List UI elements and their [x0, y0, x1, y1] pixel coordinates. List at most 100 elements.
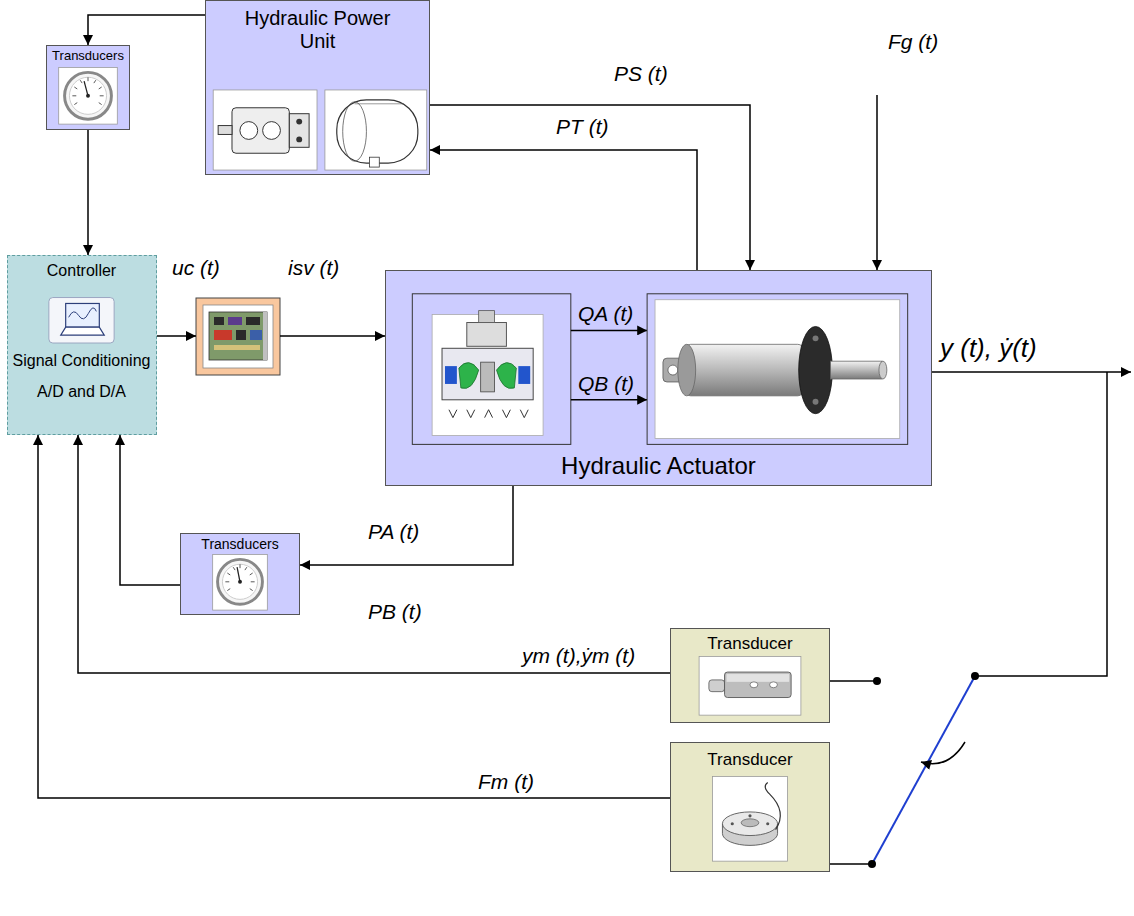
power-unit-illustration-part [218, 126, 232, 135]
amplifier-card-part [209, 312, 267, 360]
actuator-illustration-part [481, 362, 495, 392]
actuator-illustration-part [445, 366, 457, 384]
signal-connector [87, 130, 89, 255]
pressure-gauge-icon-part [84, 81, 88, 96]
actuator-illustration-part [432, 315, 543, 436]
load-cell-icon-part [731, 822, 734, 825]
laptop-icon-part [68, 308, 96, 319]
sensor-switch-part [872, 676, 975, 864]
transducer-box: Transducers [180, 533, 300, 615]
actuator-illustration-part [571, 330, 647, 331]
load-cell-icon-part [765, 782, 780, 829]
node-text: Signal Conditioning [8, 352, 156, 370]
amplifier-card-part [214, 317, 224, 325]
actuator-illustration-part [518, 366, 530, 384]
load-cell-icon-part [722, 812, 777, 836]
amplifier-card-part [236, 330, 246, 340]
power-unit-illustration-part [263, 122, 281, 140]
power-unit-illustration-part [232, 108, 289, 153]
power-unit-illustration-part [240, 122, 258, 140]
amplifier-card-part [250, 330, 262, 340]
actuator-illustration-part [655, 300, 900, 439]
signal-connector [430, 150, 697, 270]
actuator-illustration-part [830, 361, 882, 379]
signal-label: Fg (t) [888, 30, 938, 53]
pressure-gauge-icon-part [238, 580, 242, 584]
actuator-illustration-part [449, 410, 528, 418]
node-text: Transducers [47, 49, 129, 64]
output-line-part [830, 863, 872, 865]
actuator-illustration-part [799, 326, 833, 413]
load-cell-icon-part [713, 776, 788, 861]
command-wire [153, 335, 385, 337]
pressure-gauge-icon-part [72, 77, 103, 104]
command-wire-part [280, 335, 385, 337]
pressure-gauge-icon-part [86, 94, 90, 98]
actuator-illustration-part [467, 323, 507, 347]
load-cell-icon-part [741, 819, 759, 827]
amplifier-card [196, 298, 280, 375]
laptop-icon-part [65, 303, 99, 327]
node-text: Transducer [671, 750, 829, 770]
actuator-illustration-part [412, 294, 571, 445]
command-wire-part [153, 335, 196, 337]
position-transducer-box: Transducer [670, 628, 830, 723]
position-sensor-icon-part [725, 672, 792, 697]
signal-label: QB (t) [578, 372, 634, 395]
amplifier-card-part [196, 298, 280, 375]
position-sensor-icon-part [750, 682, 758, 688]
output-line-part [975, 372, 1107, 676]
load-force-arrow [877, 95, 878, 270]
actuator-box: Hydraulic Actuator [385, 270, 932, 486]
edge-label: ym (t),ẏm (t) [522, 644, 635, 667]
load-cell-icon-part [766, 822, 769, 825]
laptop-icon-part [60, 327, 104, 335]
amplifier-card-part [263, 312, 267, 360]
transducer-box: Transducers [46, 45, 130, 130]
pressure-gauge-icon-part [237, 567, 240, 582]
actuator-illustration-part [571, 399, 647, 400]
actuator-illustration-part [879, 361, 887, 379]
edge-label: PT (t) [556, 115, 609, 138]
edge-label: PS (t) [614, 62, 668, 85]
power-unit-illustration-part [369, 157, 379, 167]
output-line-part [932, 371, 1131, 373]
node-text: A/D and D/A [8, 383, 156, 401]
signal-label: PB (t) [368, 600, 422, 623]
amplifier-card-part [203, 305, 273, 368]
actuator-illustration-part [678, 344, 696, 396]
actuator-illustration-part [459, 363, 479, 389]
position-sensor-icon-part [709, 680, 725, 692]
power-unit-illustration-part [355, 103, 404, 104]
amplifier-card-part [228, 317, 242, 325]
output-line-part [830, 680, 877, 682]
sensor-switch-part [971, 672, 979, 680]
power-unit-illustration-part [296, 119, 302, 125]
pressure-gauge-icon-part [213, 554, 268, 610]
sensor-switch-part [873, 677, 881, 685]
position-sensor-icon-part [699, 656, 801, 715]
signal-label: y (t), ẏ(t) [940, 334, 1037, 363]
position-sensor-icon-part [770, 682, 778, 688]
signal-connector [430, 105, 750, 270]
edge-label: Fm (t) [478, 770, 534, 793]
actuator-illustration-part [813, 335, 819, 341]
signal-connector [120, 435, 180, 585]
power-unit-illustration-part [325, 90, 427, 170]
power-unit-box: Hydraulic Power Unit [205, 0, 430, 175]
signal-label: isv (t) [288, 256, 339, 279]
sensor-switch-part [921, 742, 965, 764]
laptop-icon-part [48, 298, 113, 343]
node-text: Hydraulic Actuator [386, 452, 931, 480]
power-unit-illustration-part [337, 100, 418, 163]
sensor-switch-part [868, 860, 876, 868]
signal-label: PA (t) [368, 520, 419, 543]
signal-label: QA (t) [578, 302, 633, 325]
node-text: Transducers [181, 536, 299, 552]
power-unit-illustration-part [296, 136, 302, 142]
pressure-gauge-icon-part [69, 77, 106, 114]
actuator-illustration-part [647, 294, 908, 445]
pressure-gauge-icon-part [222, 564, 257, 599]
actuator-illustration-part [813, 399, 819, 405]
